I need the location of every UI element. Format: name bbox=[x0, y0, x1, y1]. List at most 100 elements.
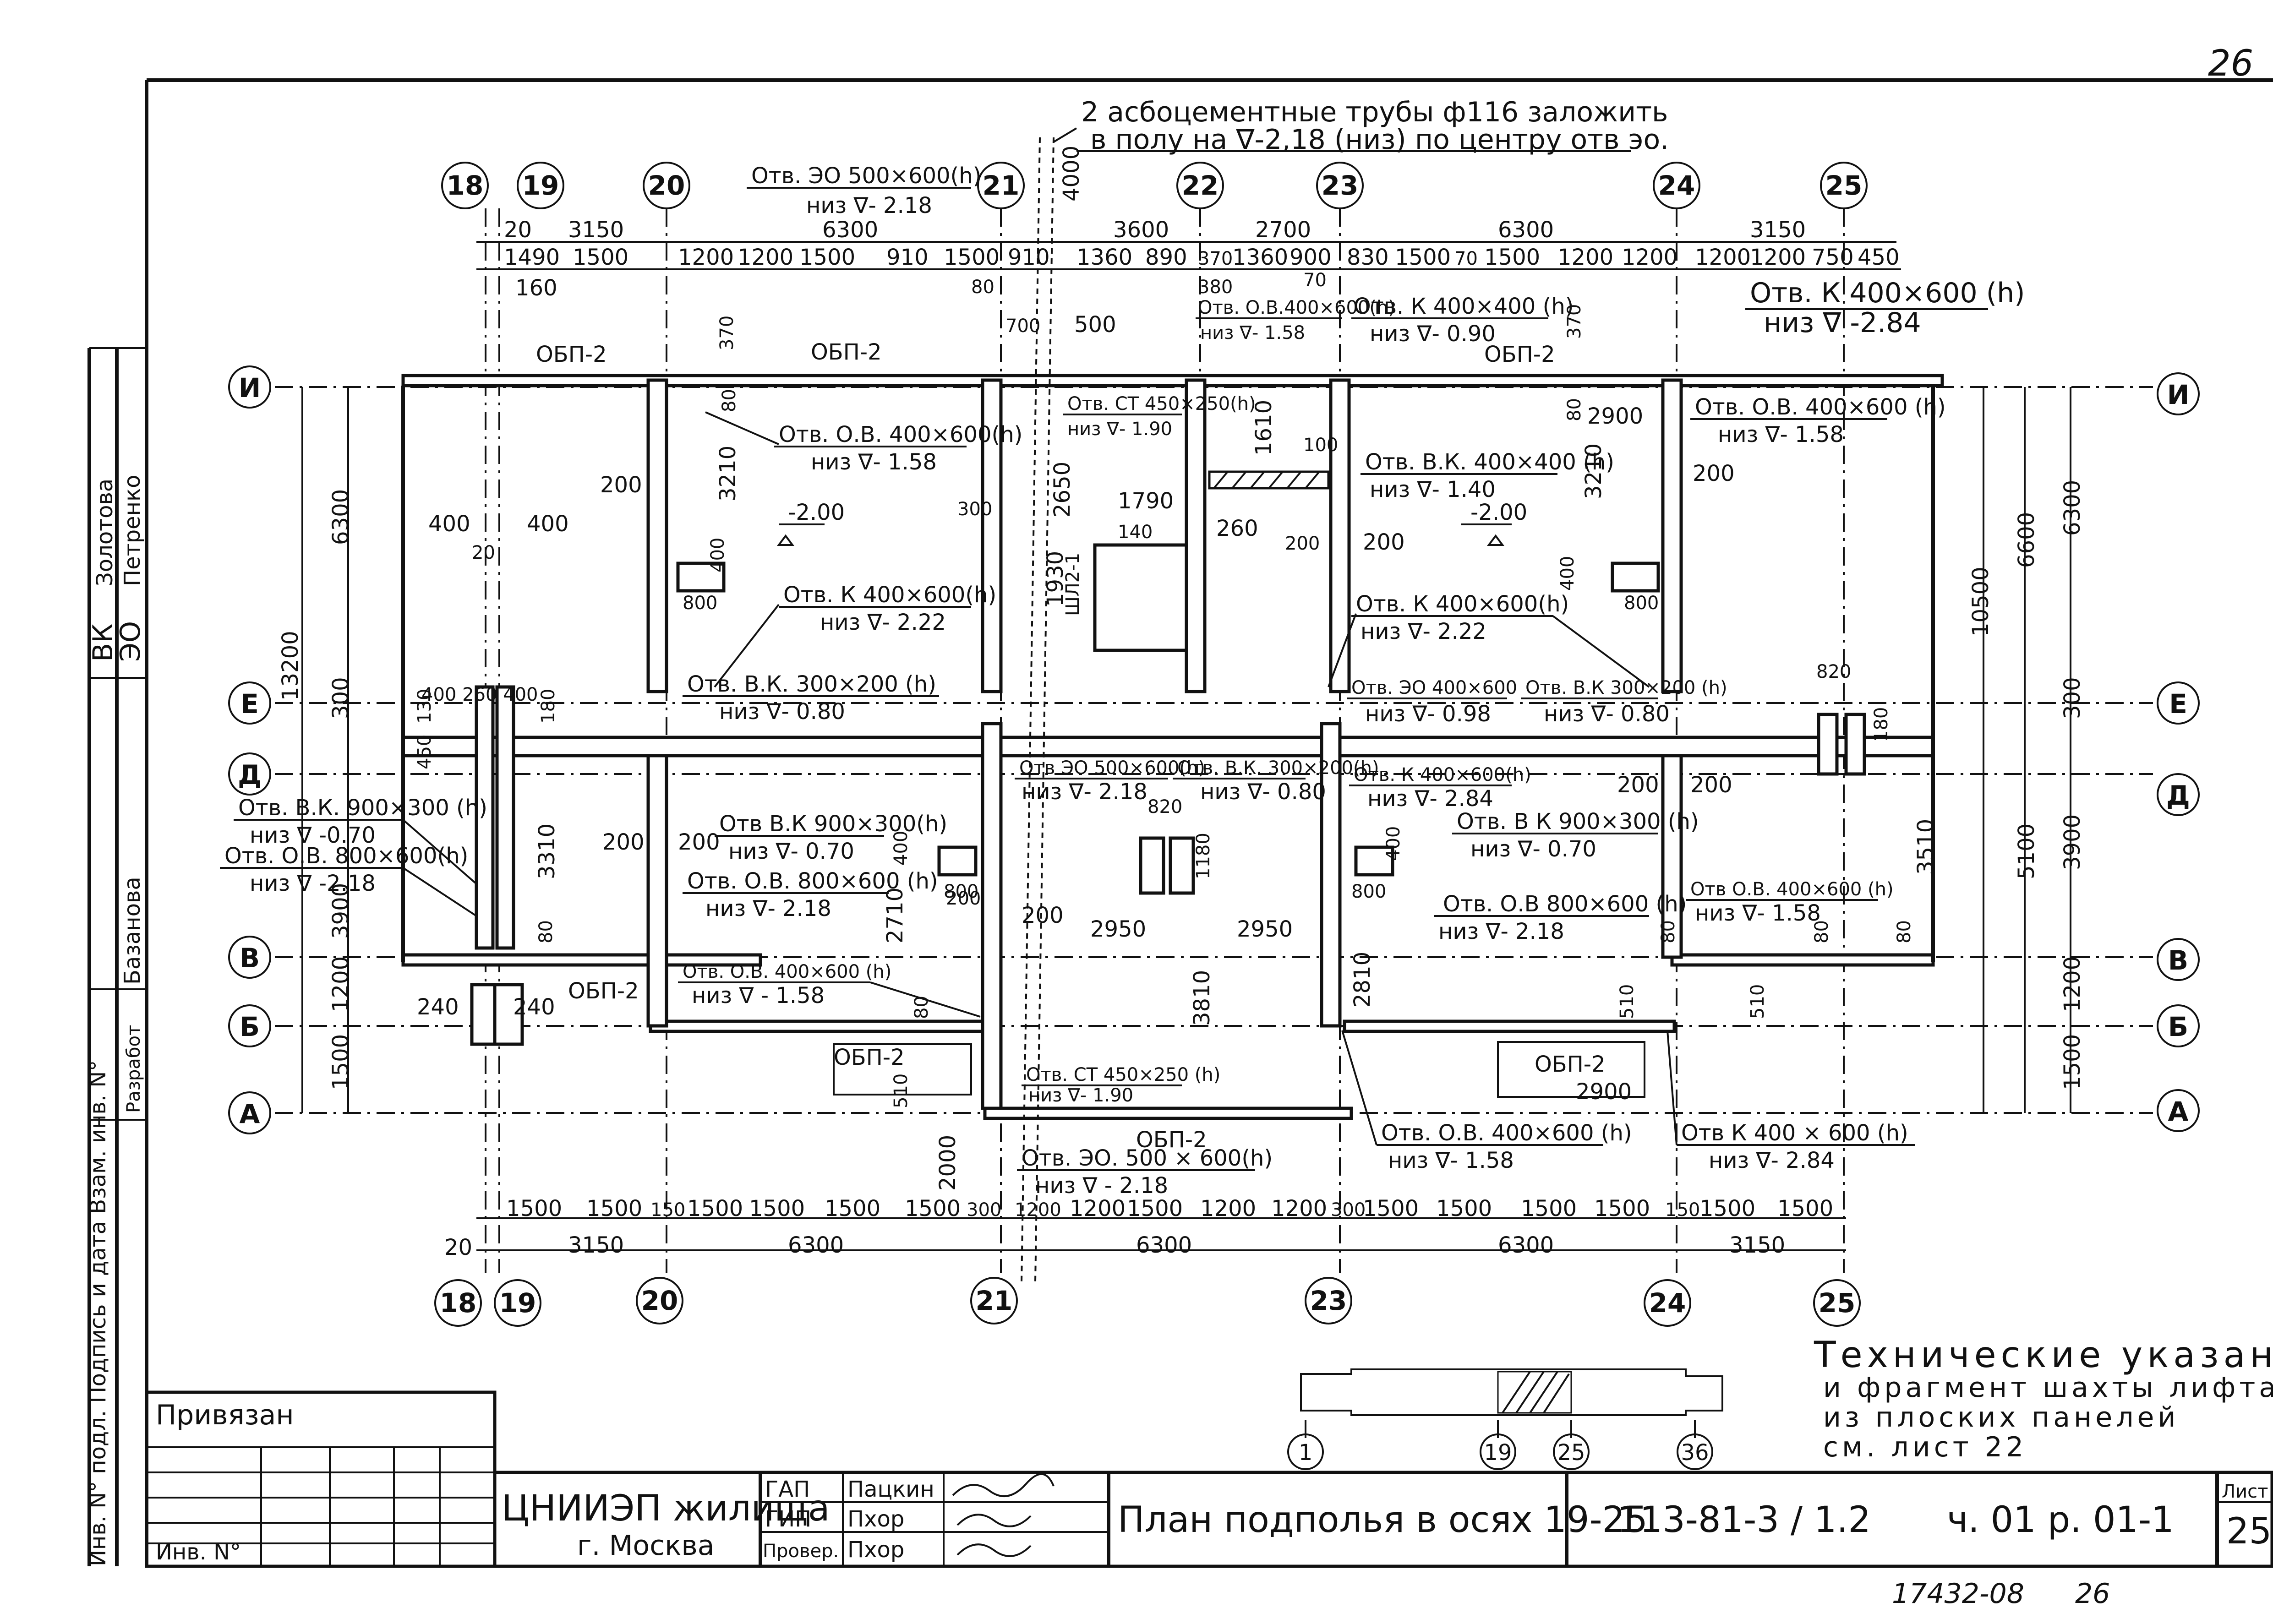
callout-1: Отв. О.В. 400×600(h) низ ∇- 1.58 bbox=[774, 422, 1022, 475]
callout-9: Отв. В.К. 400×400 (h) низ ∇- 1.40 bbox=[1361, 449, 1614, 502]
svg-text:Отв. В.К. 300×200(h): Отв. В.К. 300×200(h) bbox=[1177, 758, 1379, 779]
svg-text:70: 70 bbox=[1454, 248, 1478, 269]
svg-text:200: 200 bbox=[1363, 529, 1405, 555]
svg-text:низ ∇- 2.22: низ ∇- 2.22 bbox=[1361, 619, 1486, 644]
svg-text:низ ∇- 1.58: низ ∇- 1.58 bbox=[1200, 322, 1305, 343]
svg-text:Провер.: Провер. bbox=[763, 1541, 839, 1562]
callout-15: Отв В.К 900×300(h) низ ∇- 0.70 bbox=[715, 811, 947, 864]
svg-text:1200: 1200 bbox=[1015, 1199, 1061, 1221]
svg-text:Отв. В К 900×300 (h): Отв. В К 900×300 (h) bbox=[1457, 809, 1699, 834]
privyazan-label: Привязан bbox=[156, 1399, 294, 1431]
svg-text:1930: 1930 bbox=[1043, 551, 1068, 607]
svg-text:1500: 1500 bbox=[1363, 1196, 1419, 1221]
svg-text:1500: 1500 bbox=[328, 1034, 354, 1090]
callout-24: Отв. СТ 450×250 (h) низ ∇- 1.90 bbox=[1022, 1064, 1220, 1106]
svg-text:Б: Б bbox=[240, 1011, 260, 1042]
svg-text:1200: 1200 bbox=[738, 245, 793, 270]
svg-text:370: 370 bbox=[1564, 304, 1585, 339]
svg-text:10500: 10500 bbox=[1968, 567, 1994, 637]
svg-text:ГИП: ГИП bbox=[765, 1506, 811, 1532]
svg-text:Пхор: Пхор bbox=[847, 1537, 904, 1563]
svg-text:1490: 1490 bbox=[504, 245, 560, 270]
svg-text:низ ∇ - 2.18: низ ∇ - 2.18 bbox=[1035, 1173, 1168, 1199]
svg-text:1610: 1610 bbox=[1251, 400, 1277, 456]
svg-text:низ ∇- 1.40: низ ∇- 1.40 bbox=[1370, 477, 1496, 502]
svg-text:Пацкин: Пацкин bbox=[847, 1477, 934, 1502]
svg-text:1360: 1360 bbox=[1076, 245, 1132, 270]
svg-text:80: 80 bbox=[911, 996, 932, 1019]
svg-text:Отв. К 400×400 (h): Отв. К 400×400 (h) bbox=[1354, 294, 1574, 319]
svg-text:400: 400 bbox=[707, 538, 728, 572]
svg-text:низ ∇- 2.18: низ ∇- 2.18 bbox=[705, 896, 831, 921]
page-number: 26 bbox=[2208, 43, 2253, 84]
callout-11: Отв. ЭО 400×600 низ ∇- 0.98 bbox=[1347, 677, 1517, 727]
svg-text:Отв. К 400×600(h): Отв. К 400×600(h) bbox=[1356, 591, 1569, 617]
svg-text:1500: 1500 bbox=[1484, 245, 1540, 270]
svg-text:1200: 1200 bbox=[1750, 245, 1806, 270]
building-walls: ШЛ2-1 bbox=[401, 137, 1944, 1283]
svg-text:низ ∇ -0.70: низ ∇ -0.70 bbox=[250, 823, 376, 848]
axis-23-top: 23 bbox=[1322, 170, 1359, 201]
svg-text:низ ∇- 2.84: низ ∇- 2.84 bbox=[1709, 1148, 1835, 1173]
svg-text:21: 21 bbox=[976, 1285, 1013, 1316]
pipe-note: 2 асбоцементные трубы ф116 заложить в по… bbox=[1053, 96, 1669, 156]
svg-text:3210: 3210 bbox=[1581, 443, 1606, 499]
svg-text:3150: 3150 bbox=[1750, 217, 1806, 243]
svg-text:ОБП-2: ОБП-2 bbox=[811, 339, 882, 365]
svg-text:Отв. О.В. 400×600 (h): Отв. О.В. 400×600 (h) bbox=[1695, 394, 1946, 420]
svg-text:13200: 13200 bbox=[278, 631, 303, 701]
svg-text:6300: 6300 bbox=[1136, 1232, 1192, 1258]
svg-text:1500: 1500 bbox=[1777, 1196, 1833, 1221]
svg-text:1790: 1790 bbox=[1118, 488, 1174, 514]
callout-22: Отв О.В. 400×600 (h) низ ∇- 1.58 bbox=[1686, 879, 1894, 926]
svg-text:200: 200 bbox=[1693, 461, 1735, 486]
callout-5: Отв. О.В.400×600(h) низ ∇- 1.58 bbox=[1196, 297, 1395, 343]
svg-text:низ ∇- 1.58: низ ∇- 1.58 bbox=[811, 449, 937, 475]
svg-text:1200: 1200 bbox=[1070, 1196, 1126, 1221]
svg-text:ОБП-2: ОБП-2 bbox=[568, 978, 639, 1004]
svg-text:Отв. ЭО. 500 × 600(h): Отв. ЭО. 500 × 600(h) bbox=[1022, 1145, 1273, 1171]
svg-text:160: 160 bbox=[515, 275, 557, 301]
svg-text:200: 200 bbox=[1690, 772, 1732, 798]
callout-18: Отв. В.К. 300×200(h) низ ∇- 0.80 bbox=[1173, 758, 1379, 805]
svg-text:низ ∇- 0.90: низ ∇- 0.90 bbox=[1370, 321, 1496, 347]
svg-text:низ ∇- 2.22: низ ∇- 2.22 bbox=[820, 610, 946, 635]
svg-text:И: И bbox=[239, 372, 261, 403]
svg-text:450: 450 bbox=[414, 735, 435, 769]
svg-text:19: 19 bbox=[499, 1287, 536, 1319]
svg-text:низ ∇- 0.80: низ ∇- 0.80 bbox=[719, 699, 845, 725]
svg-text:1500: 1500 bbox=[749, 1196, 805, 1221]
svg-text:низ ∇- 2.18: низ ∇- 2.18 bbox=[1438, 919, 1564, 944]
svg-text:1500: 1500 bbox=[1699, 1196, 1755, 1221]
svg-text:В: В bbox=[240, 943, 260, 974]
svg-text:низ ∇- 1.58: низ ∇- 1.58 bbox=[1388, 1148, 1514, 1173]
svg-text:Е: Е bbox=[2169, 688, 2187, 719]
axis-markers-bottom: 18 19 20 21 23 24 25 bbox=[434, 1277, 1861, 1327]
svg-text:3150: 3150 bbox=[568, 1232, 624, 1258]
svg-text:из плоских панелей: из плоских панелей bbox=[1823, 1401, 2179, 1433]
svg-text:3900: 3900 bbox=[328, 883, 354, 939]
svg-text:Отв. О.В.400×600(h): Отв. О.В.400×600(h) bbox=[1198, 297, 1395, 318]
axis-24-top: 24 bbox=[1658, 170, 1695, 201]
svg-text:6300: 6300 bbox=[2060, 480, 2085, 536]
svg-text:Базанова: Базанова bbox=[120, 877, 145, 985]
callout-16: Отв. О.В. 800×600 (h) низ ∇- 2.18 bbox=[683, 868, 938, 921]
panel-labels: ОБП-2 ОБП-2 ОБП-2 ОБП-2 ОБП-2 ОБП-2 ОБП-… bbox=[536, 339, 1606, 1153]
svg-text:1500: 1500 bbox=[1395, 245, 1451, 270]
svg-text:80: 80 bbox=[1894, 920, 1915, 943]
svg-text:6600: 6600 bbox=[2014, 512, 2039, 568]
svg-text:и фрагмент шахты лифта: и фрагмент шахты лифта bbox=[1823, 1372, 2273, 1404]
svg-text:70: 70 bbox=[1303, 270, 1327, 291]
svg-text:200: 200 bbox=[678, 829, 720, 855]
svg-text:5100: 5100 bbox=[2014, 823, 2039, 879]
svg-text:20: 20 bbox=[504, 217, 532, 243]
svg-text:1500: 1500 bbox=[944, 245, 1000, 270]
svg-text:3810: 3810 bbox=[1189, 970, 1215, 1026]
svg-text:140: 140 bbox=[1118, 522, 1153, 543]
svg-text:2 асбоцементные трубы ф116 зал: 2 асбоцементные трубы ф116 заложить bbox=[1081, 96, 1668, 128]
svg-text:3310: 3310 bbox=[534, 823, 560, 879]
axis-25-top: 25 bbox=[1825, 170, 1863, 201]
footer-page: 26 bbox=[2075, 1578, 2110, 1610]
svg-text:6300: 6300 bbox=[1498, 1232, 1554, 1258]
svg-text:Отв. К 400×600 (h): Отв. К 400×600 (h) bbox=[1750, 277, 2025, 309]
